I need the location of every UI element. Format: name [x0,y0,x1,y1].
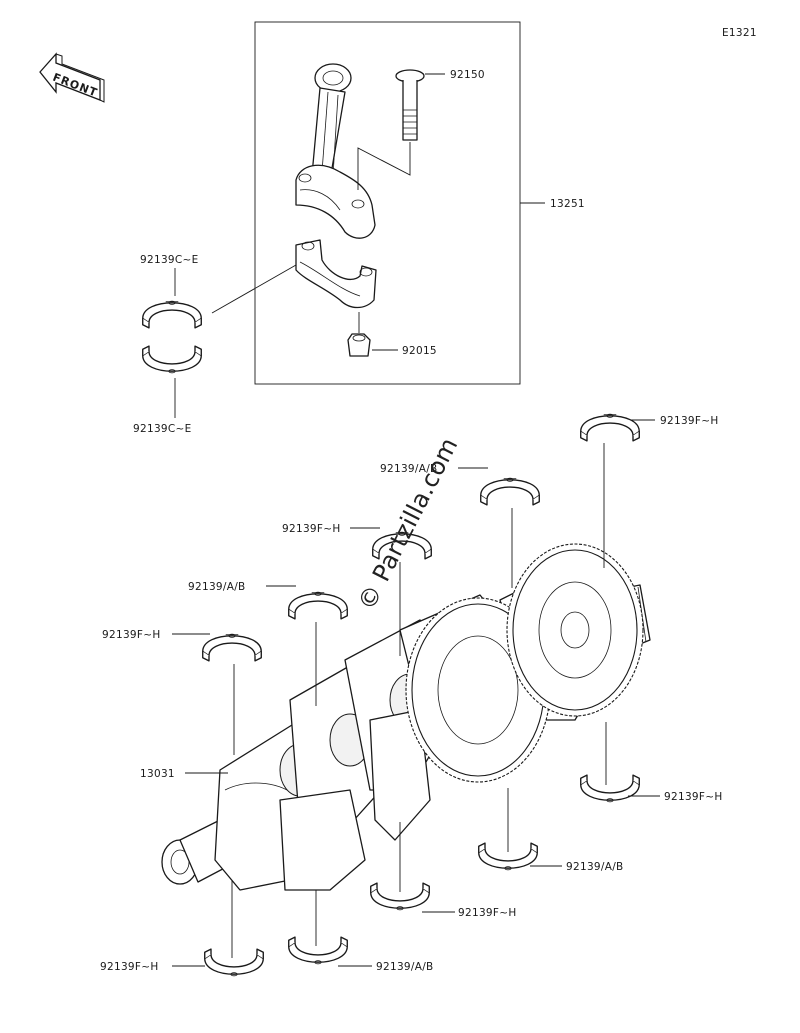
label-92139fh-3: 92139F~H [102,629,161,641]
rod-cap [295,239,377,309]
rod-bolt [395,69,425,141]
label-92139fh-6: 92139F~H [100,961,159,973]
watermark: © Partzilla.com [352,433,463,615]
label-13031: 13031 [140,768,175,780]
front-arrow-icon: FRONT [39,52,105,103]
main-bearing-lower-1 [580,774,640,803]
connecting-rod [295,63,376,239]
main-bearing-upper-4 [288,591,348,620]
label-92139fh-4: 92139F~H [664,791,723,803]
label-92139ab-3: 92139/A/B [566,861,624,873]
label-13251: 13251 [550,198,585,210]
label-92015: 92015 [402,345,437,357]
balancer-drive-gear [506,543,644,717]
label-92139ab-2: 92139/A/B [188,581,246,593]
label-92139fh-5: 92139F~H [458,907,517,919]
label-92139fh-2: 92139F~H [282,523,341,535]
main-bearing-upper-1 [580,413,640,442]
main-bearing-upper-2 [480,477,540,506]
rod-bearing-upper [142,300,202,329]
label-92139ab-4: 92139/A/B [376,961,434,973]
label-92139ce-top: 92139C~E [140,254,199,266]
label-92139ab-1: 92139/A/B [380,463,438,475]
rod-nut [347,333,371,357]
main-bearing-lower-5 [204,948,264,977]
label-92150: 92150 [450,69,485,81]
diagram-code: E1321 [722,27,757,39]
rod-bearing-lower [142,345,202,374]
label-92139fh-1: 92139F~H [660,415,719,427]
main-bearing-lower-4 [288,936,348,965]
label-92139ce-bottom: 92139C~E [133,423,192,435]
bolt-leader [357,142,411,190]
main-bearing-upper-5 [202,633,262,662]
